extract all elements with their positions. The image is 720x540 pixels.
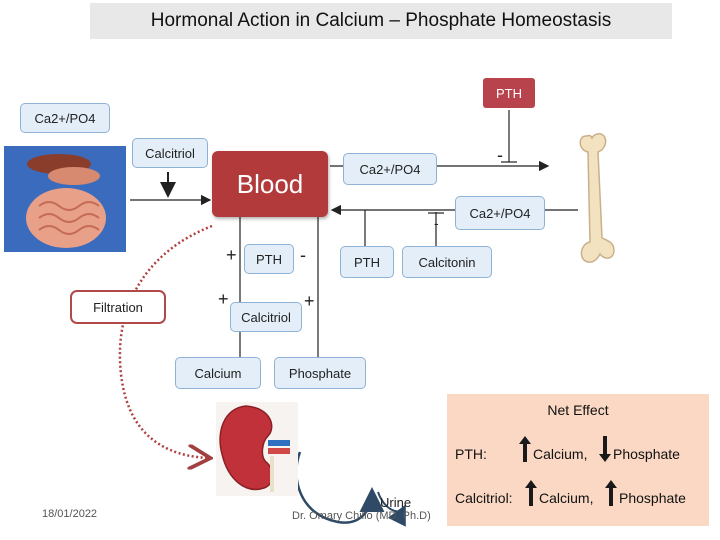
filtration-dotted-curve [118, 224, 212, 458]
urine-arrow-2 [377, 491, 406, 527]
urine-label: Urine [380, 495, 412, 510]
footer-date: 18/01/2022 [42, 508, 98, 520]
intestine-illustration [4, 146, 126, 252]
footer-author: Dr. Omary Chillo (MD, Ph.D) [292, 510, 431, 522]
net-effect-calcitriol-label: Calcitriol: [455, 490, 513, 506]
calcitriol-calcium-up-arrow-icon [525, 480, 537, 506]
net-effect-pth-calcium: Calcium, [533, 446, 588, 462]
filtration-box: Filtration [70, 290, 166, 324]
net-effect-calcitriol-phosphate: Phosphate [619, 490, 686, 506]
calcitriol-top-box: Calcitriol [132, 138, 208, 168]
net-effect-pth-label: PTH: [455, 446, 487, 462]
net-effect-pth-phosphate: Phosphate [613, 446, 680, 462]
net-effect-panel: Net Effect PTH: Calcium, Phosphate Calci… [447, 394, 709, 526]
pth-inhibit-sign: - [497, 145, 503, 165]
phosphate-box: Phosphate [274, 357, 366, 389]
slide-title: Hormonal Action in Calcium – Phosphate H… [90, 3, 672, 39]
plus-sign-pth-left: + [226, 245, 237, 265]
calcitriol-kidney-box: Calcitriol [230, 302, 302, 332]
calcium-box: Calcium [175, 357, 261, 389]
pth-phosphate-down-arrow-icon [599, 436, 611, 462]
pth-kidney-box: PTH [244, 244, 294, 274]
pth-bone-box: PTH [340, 246, 394, 278]
plus-sign-calcitriol-left: + [218, 289, 229, 309]
pth-calcium-up-arrow-icon [519, 436, 531, 462]
calcitriol-phosphate-up-arrow-icon [605, 480, 617, 506]
pth-top-box: PTH [483, 78, 535, 108]
calcitonin-inhibit-sign: - [434, 215, 439, 231]
net-effect-title: Net Effect [547, 402, 609, 418]
ca-po4-from-bone-box: Ca2+/PO4 [455, 196, 545, 230]
net-effect-calcitriol-calcium: Calcium, [539, 490, 594, 506]
kidney-illustration [216, 402, 298, 496]
minus-sign-pth-right: - [300, 245, 306, 265]
ca-po4-to-bone-box: Ca2+/PO4 [343, 153, 437, 185]
bone-illustration [579, 133, 615, 263]
ca-po4-intake-box: Ca2+/PO4 [20, 103, 110, 133]
calcitonin-box: Calcitonin [402, 246, 492, 278]
blood-box: Blood [212, 151, 328, 217]
plus-sign-calcitriol-right: + [304, 291, 315, 311]
